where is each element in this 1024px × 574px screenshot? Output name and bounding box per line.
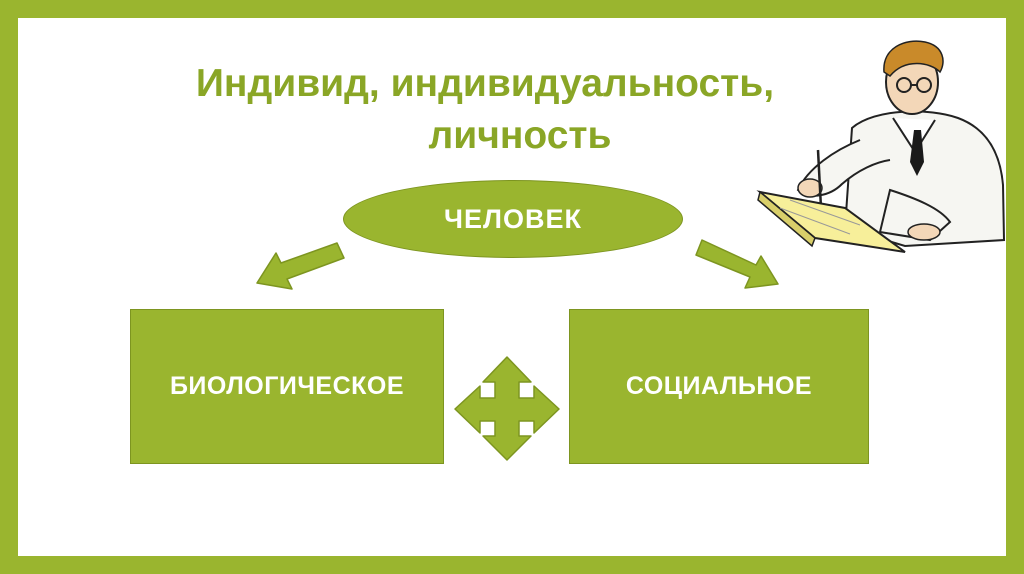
- node-social: СОЦИАЛЬНОЕ: [569, 309, 869, 464]
- title-line-2: личность: [428, 114, 612, 157]
- title-line-1: Индивид, индивидуальность,: [195, 62, 775, 105]
- node-biological-label: БИОЛОГИЧЕСКОЕ: [169, 372, 405, 400]
- node-biological: БИОЛОГИЧЕСКОЕ: [130, 309, 444, 464]
- node-social-label: СОЦИАЛЬНОЕ: [625, 372, 813, 400]
- slide-title: Индивид, индивидуальность, личность: [18, 58, 1024, 162]
- center-node-label: ЧЕЛОВЕК: [444, 203, 582, 234]
- center-node-human: ЧЕЛОВЕК: [343, 180, 683, 258]
